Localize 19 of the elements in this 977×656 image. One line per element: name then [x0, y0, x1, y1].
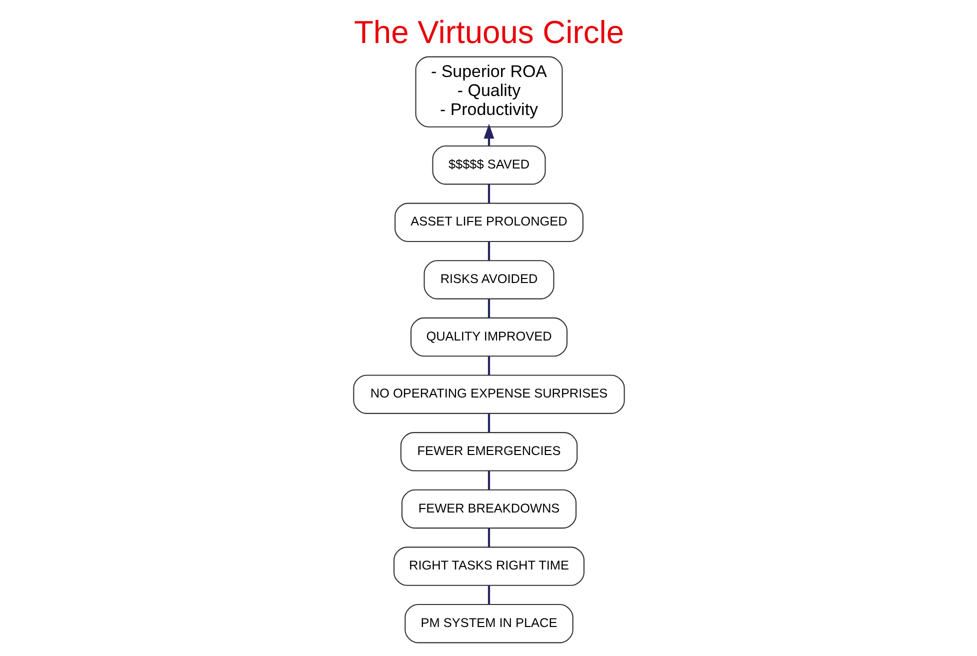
connector [487, 242, 490, 261]
node-box: $$$$$ SAVED [432, 145, 546, 185]
connector [487, 184, 490, 204]
node-box: QUALITY IMPROVED [410, 317, 568, 357]
connector [487, 299, 490, 318]
diagram-title: The Virtuous Circle [353, 14, 624, 50]
connector [487, 414, 490, 433]
connector [487, 471, 490, 490]
connector [487, 356, 490, 376]
connector [487, 528, 490, 548]
node-box: RISKS AVOIDED [423, 260, 554, 300]
node-box: RIGHT TASKS RIGHT TIME [392, 546, 584, 586]
node-box: FEWER BREAKDOWNS [400, 489, 576, 529]
node-box: - Superior ROA - Quality - Productivity [414, 56, 562, 128]
connector [487, 586, 490, 604]
node-box: PM SYSTEM IN PLACE [404, 604, 573, 644]
node-box: ASSET LIFE PROLONGED [394, 202, 583, 242]
node-box: NO OPERATING EXPENSE SURPRISES [352, 374, 624, 414]
node-box: FEWER EMERGENCIES [400, 432, 578, 472]
